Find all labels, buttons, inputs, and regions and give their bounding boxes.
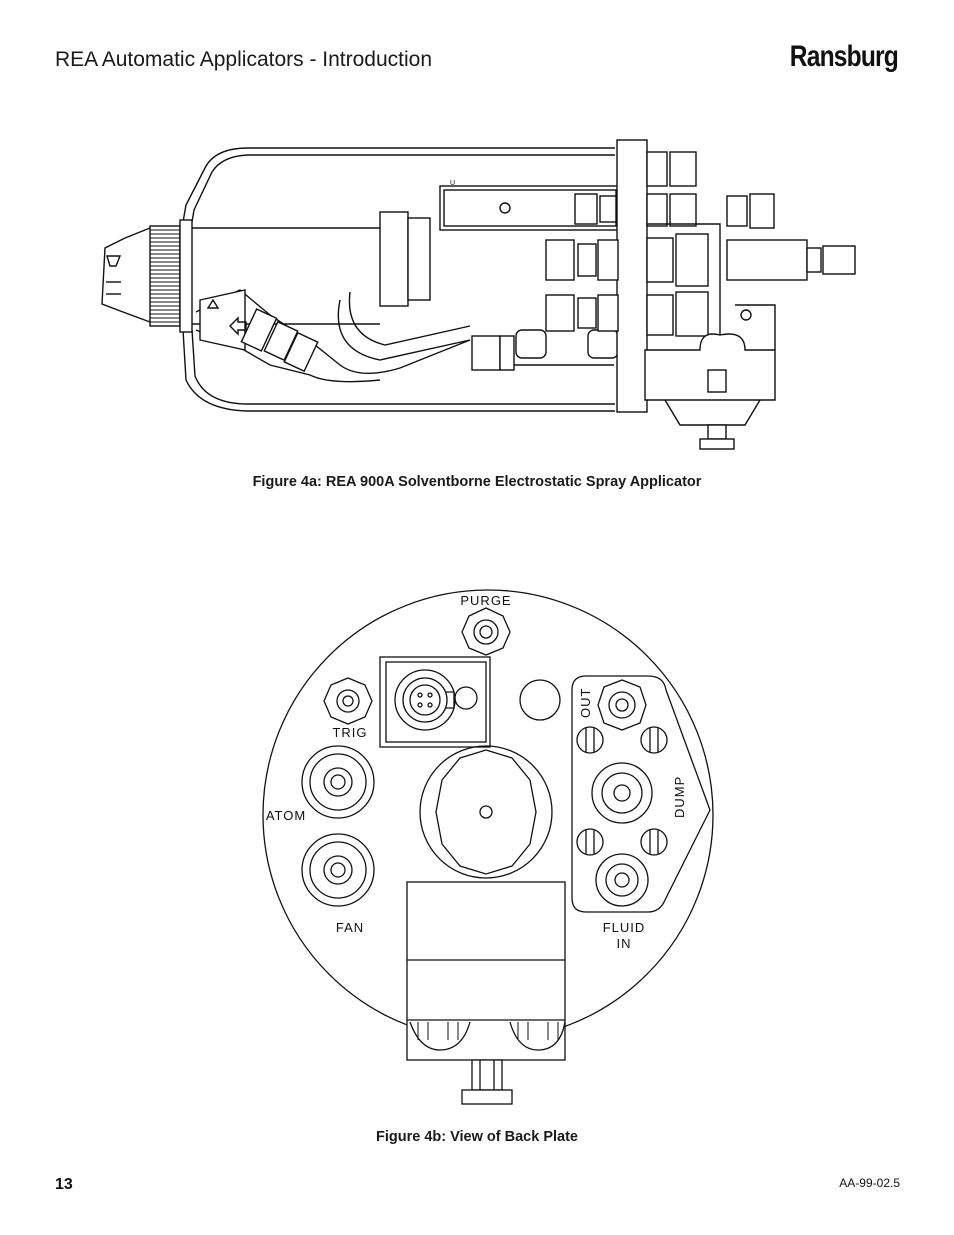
figure-4b-caption: Figure 4b: View of Back Plate (376, 1129, 578, 1145)
label-trig: TRIG (332, 725, 367, 740)
label-out: OUT (578, 688, 593, 718)
label-fluid: FLUID (603, 920, 646, 935)
page-title: REA Automatic Applicators - Introduction (55, 48, 433, 71)
figure-4b-drawing: PURGE TRIG ATOM FAN FLUID IN OUT DUMP (0, 580, 954, 1120)
label-dump: DUMP (672, 776, 687, 818)
figure-4a-drawing: U (0, 130, 954, 460)
label-atom: ATOM (266, 808, 306, 823)
page-number: 13 (55, 1176, 73, 1193)
label-purge: PURGE (460, 593, 511, 608)
document-code: AA-99-02.5 (839, 1176, 900, 1190)
figure-4a-caption: Figure 4a: REA 900A Solventborne Electro… (252, 474, 702, 490)
brand-logo: Ransburg (789, 40, 899, 73)
label-fluid-in: IN (617, 936, 632, 951)
figure-4a-small-mark: U (450, 180, 455, 187)
label-fan: FAN (336, 920, 364, 935)
